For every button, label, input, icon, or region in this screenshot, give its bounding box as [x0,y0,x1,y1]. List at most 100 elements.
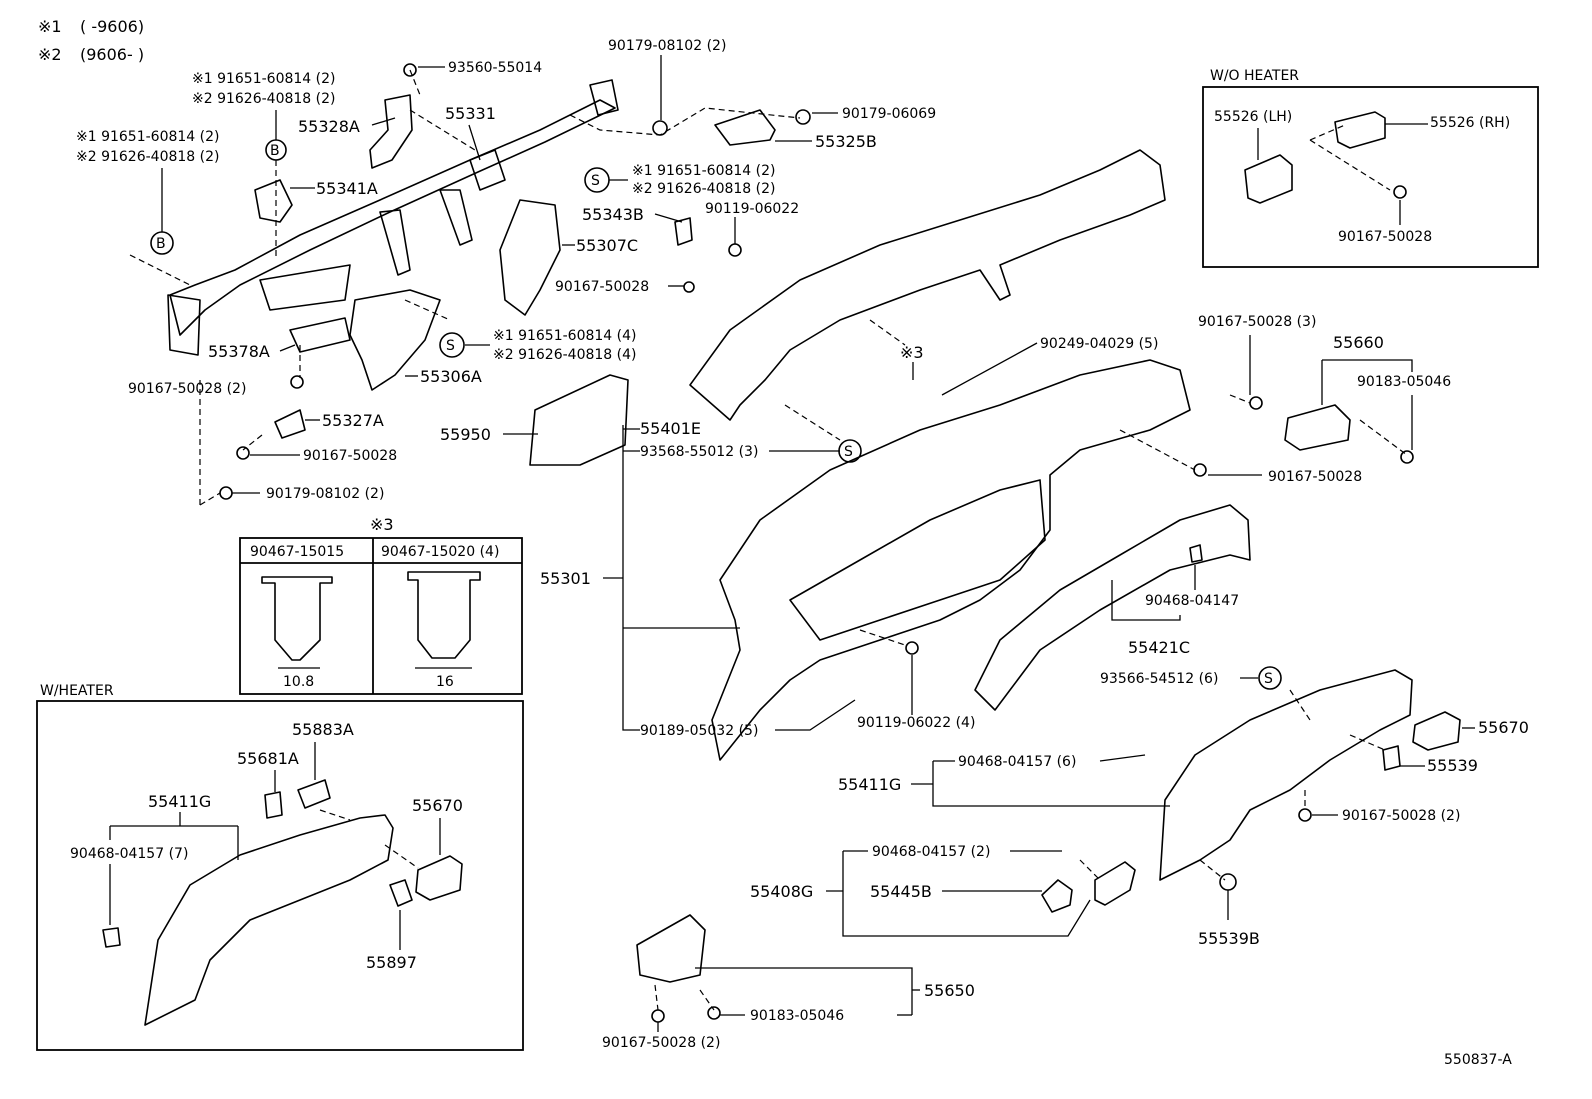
label-55411G-heater: 55411G [148,792,211,811]
bracket-55343B [674,217,693,246]
upper-safety-pad [689,149,1166,421]
label-93560-55014: 93560-55014 [448,60,542,76]
circle-marks: B B S S S S [150,139,1282,690]
label-alt-a2: ※2 91626-40818 (2) [192,91,336,107]
clip-drawing-1 [261,576,333,661]
label-55421C: 55421C [1128,638,1190,657]
part-55539 [1382,745,1401,771]
label-55681A: 55681A [237,749,299,768]
label-alt-d1: ※1 91651-60814 (4) [493,328,637,344]
register-55660 [1284,404,1351,451]
clip-dim-1: 10.8 [283,674,314,690]
cover-55526-rh [1334,111,1386,149]
label-alt-b1: ※1 91651-60814 (2) [76,129,220,145]
label-55307C: 55307C [576,236,638,255]
label-55301: 55301 [540,569,591,588]
part-labels: 93560-55014 90179-08102 (2) 90179-06069 … [76,38,1529,1068]
label-90119-06022-4: 90119-06022 (4) [857,715,975,731]
instrument-panel-55301 [711,359,1191,761]
label-90179-08102-2-b: 90179-08102 (2) [266,486,384,502]
label-90167-50028-wo: 90167-50028 [1338,229,1432,245]
label-55897: 55897 [366,953,417,972]
part-55681A [264,791,283,819]
circle-s-1: S [591,173,600,189]
label-55950: 55950 [440,425,491,444]
label-mark-3: ※3 [900,343,924,362]
label-90167-50028-a: 90167-50028 [555,279,649,295]
label-90167-50028-b: 90167-50028 [303,448,397,464]
label-55670-heater: 55670 [412,796,463,815]
label-90167-50028-3: 90167-50028 (3) [1198,314,1316,330]
brace-55306A [349,289,441,391]
duct-55950 [529,374,629,466]
label-alt-b2: ※2 91626-40818 (2) [76,149,220,165]
clip-part-1: 90467-15015 [250,544,344,560]
label-90167-50028-2-a: 90167-50028 (2) [128,381,246,397]
circle-b-2: B [156,236,166,252]
bracket-55307C [499,199,561,316]
label-55539: 55539 [1427,756,1478,775]
label-90183-05046-b: 90183-05046 [750,1008,844,1024]
register-55670-heater [415,855,463,901]
label-90468-04147: 90468-04147 [1145,593,1239,609]
label-55378A: 55378A [208,342,270,361]
circle-b-1: B [270,143,280,159]
fastener-symbols [219,63,1414,1023]
bracket-55378A [289,317,351,353]
note2-range: (9606- ) [80,45,144,64]
circle-s-2: S [446,338,455,354]
diagram-id: 550837-A [1444,1052,1512,1068]
panel-55408G [1094,861,1136,906]
label-55325B: 55325B [815,132,877,151]
label-93568-55012-3: 93568-55012 (3) [640,444,758,460]
label-55445B: 55445B [870,882,932,901]
label-90179-06069: 90179-06069 [842,106,936,122]
panel-inner-frame [789,479,1046,641]
label-alt-a1: ※1 91651-60814 (2) [192,71,336,87]
label-90468-04157-2: 90468-04157 (2) [872,844,990,860]
bracket-55341A [254,179,293,223]
note1-mark: ※1 [38,17,62,36]
leader-lines [161,55,1475,1032]
part-55897 [389,879,413,907]
label-90167-50028-2-c: 90167-50028 (2) [602,1035,720,1051]
cluster-finish-heater [144,814,394,1026]
label-55341A: 55341A [316,179,378,198]
clip-dim-2: 16 [436,674,454,690]
label-alt-c2: ※2 91626-40818 (2) [632,181,776,197]
label-90189-05032-5: 90189-05032 (5) [640,723,758,739]
label-90119-06022: 90119-06022 [705,201,799,217]
register-55670-right [1412,711,1461,751]
label-55670-right: 55670 [1478,718,1529,737]
clip-drawing-2 [407,571,481,659]
label-90183-05046-a: 90183-05046 [1357,374,1451,390]
wo-heater-box: W/O HEATER 55526 (LH) 55526 (RH) 90167-5… [1202,68,1539,268]
label-90249-04029-5: 90249-04029 (5) [1040,336,1158,352]
label-55660: 55660 [1333,333,1384,352]
label-90468-04157-6: 90468-04157 (6) [958,754,1076,770]
vent-55526-lh [1244,154,1293,204]
clip-90468-04157-heater [102,927,121,948]
register-55650 [636,914,706,983]
label-55883A: 55883A [292,720,354,739]
label-90167-50028-2-b: 90167-50028 (2) [1342,808,1460,824]
label-55526-lh: 55526 (LH) [1214,109,1292,125]
w-heater-box: W/HEATER 55883A 55681A 55411G 55670 9046… [36,683,524,1051]
assembly-lines [129,69,1408,1011]
label-55328A: 55328A [298,117,360,136]
wo-heater-title: W/O HEATER [1210,68,1299,84]
label-55331: 55331 [445,104,496,123]
label-90167-50028-c: 90167-50028 [1268,469,1362,485]
clip-table-title: ※3 [370,515,394,534]
label-alt-c1: ※1 91651-60814 (2) [632,163,776,179]
label-90179-08102-2: 90179-08102 (2) [608,38,726,54]
label-55327A: 55327A [322,411,384,430]
circle-s-3: S [844,444,853,460]
note2-mark: ※2 [38,45,62,64]
label-55306A: 55306A [420,367,482,386]
clip-90468-04147 [1189,544,1203,563]
clip-part-2: 90467-15020 (4) [381,544,499,560]
label-55411G: 55411G [838,775,901,794]
note1-range: ( -9606) [80,17,144,36]
